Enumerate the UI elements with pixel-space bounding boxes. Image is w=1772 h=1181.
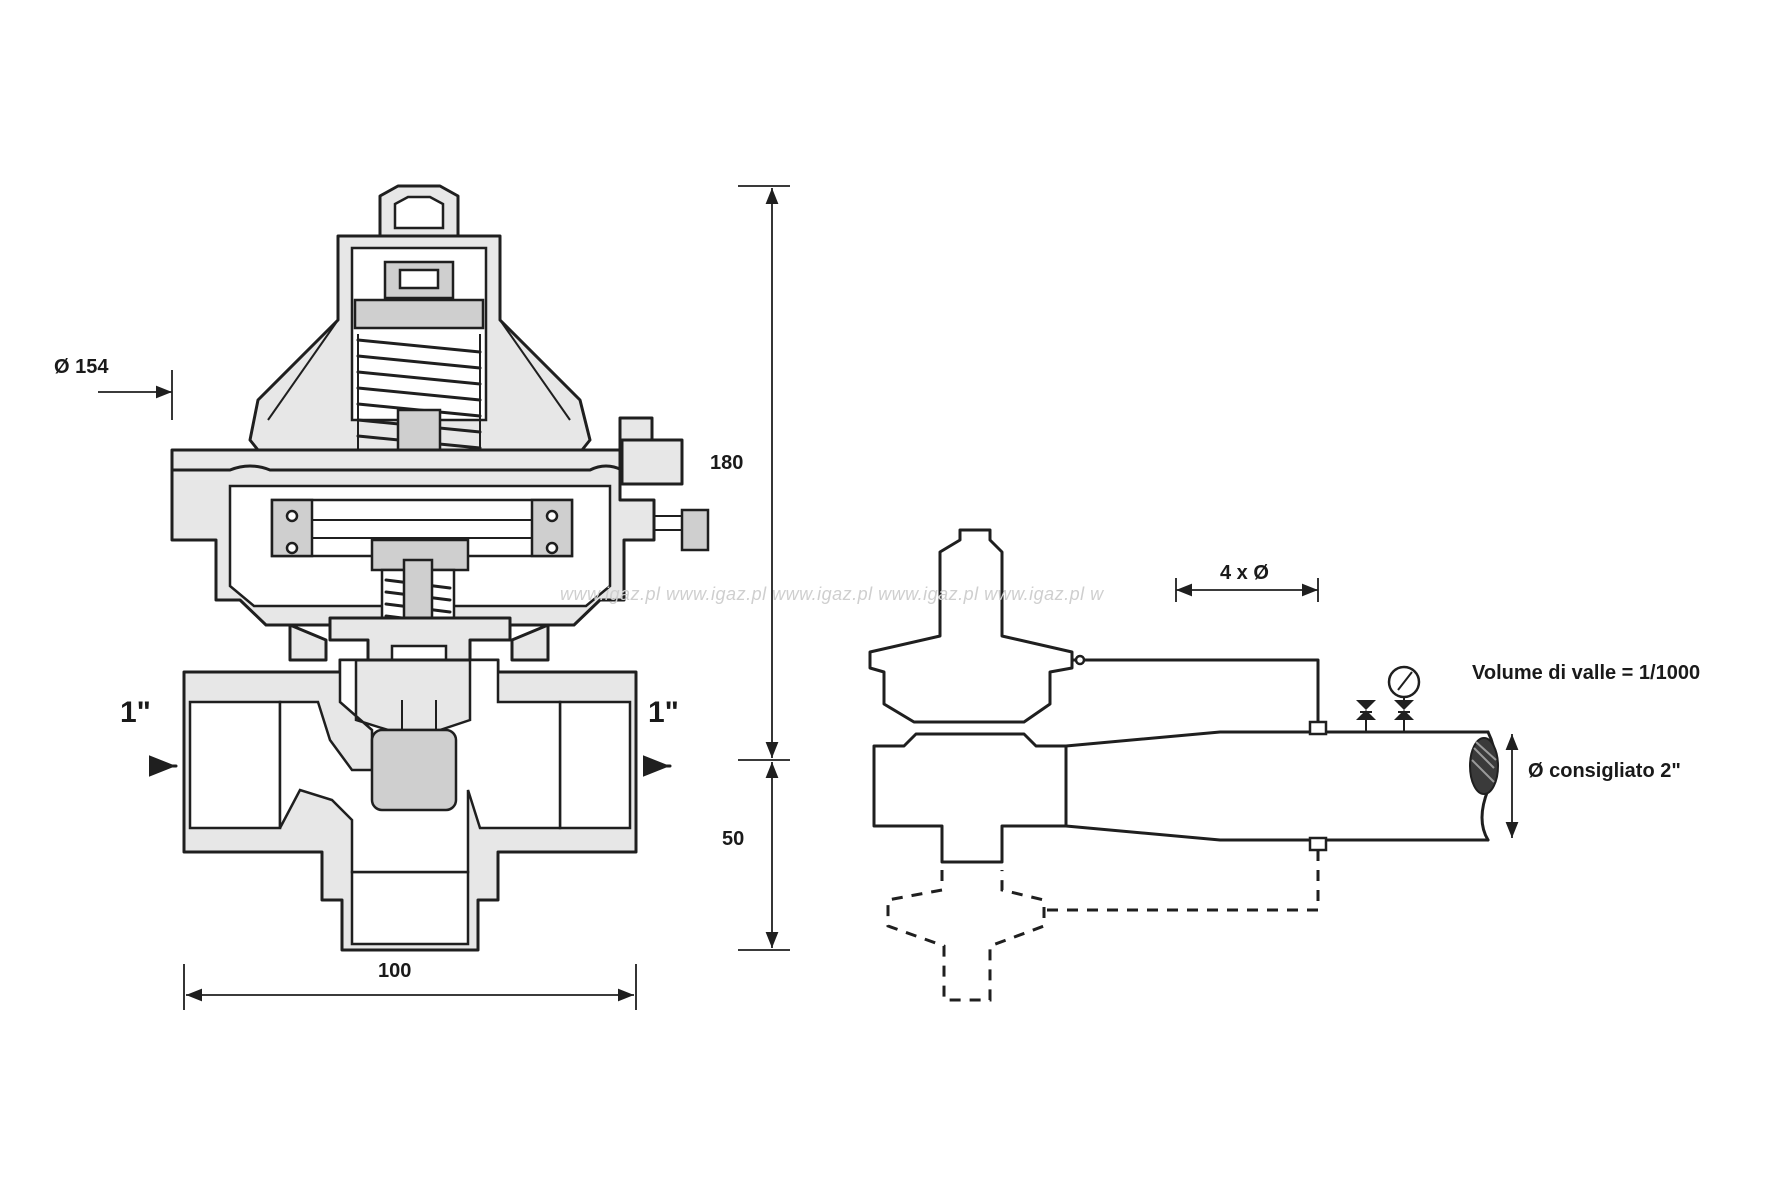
regulator-section-view [170, 184, 710, 952]
recommended-diameter-label: Ø consigliato 2" [1528, 760, 1681, 782]
valve-plug [370, 728, 458, 812]
pipe-end-section [1469, 730, 1499, 842]
inlet-size-label: 1" [120, 696, 151, 729]
schematic-regulator [868, 528, 1074, 724]
valve-icon [1394, 700, 1414, 732]
outlet-size-label: 1" [648, 696, 679, 729]
height-total-label: 180 [710, 452, 744, 474]
width-label: 100 [378, 960, 412, 982]
pressure-gauge-icon [1387, 665, 1421, 702]
alternate-sensing-line [1044, 850, 1320, 912]
sensing-line [1084, 658, 1320, 728]
width-dimension-line [183, 964, 637, 1010]
height-dimension-line [738, 185, 790, 951]
watermark-text: www.igaz.pl www.igaz.pl www.igaz.pl www.… [560, 584, 1104, 604]
pipe-distance-label: 4 x Ø [1220, 562, 1269, 584]
regulator-spring [353, 298, 485, 466]
height-lower-label: 50 [722, 828, 745, 850]
lever-assembly [270, 498, 574, 572]
pipe-expander [1064, 730, 1490, 842]
diameter-label: Ø 154 [54, 356, 109, 378]
diaphragm [170, 464, 624, 472]
installation-diagram [868, 528, 1519, 1002]
alternate-regulator-position [886, 870, 1046, 1002]
valve-icon [1356, 700, 1376, 732]
downstream-volume-label: Volume di valle = 1/1000 [1472, 662, 1701, 684]
